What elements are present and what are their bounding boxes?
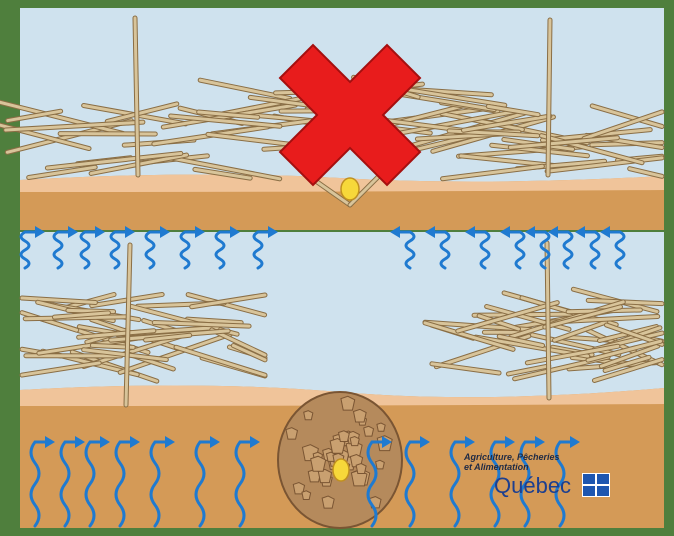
stubble-stalk	[548, 20, 550, 175]
logo-line-2: et Alimentation	[464, 462, 529, 472]
soil-aggregate	[350, 437, 359, 446]
soil-aggregate	[302, 491, 311, 500]
soil-aggregate	[356, 464, 366, 474]
quebec-logo: Agriculture, Pêcheries et Alimentation Q…	[464, 452, 614, 502]
soil-aggregate	[377, 423, 385, 431]
soil-aggregate	[304, 411, 313, 420]
logo-wordmark: Québec	[494, 474, 571, 498]
soil-aggregate	[322, 496, 334, 508]
soil-aggregate	[354, 409, 367, 422]
soil-aggregate	[286, 428, 297, 439]
soil-aggregate	[376, 460, 385, 469]
seed	[341, 178, 359, 200]
soil-aggregate	[339, 431, 350, 442]
fleur-de-lis-flag-icon	[582, 473, 610, 497]
soil-aggregate	[311, 456, 326, 471]
logo-line-1: Agriculture, Pêcheries	[464, 452, 560, 462]
soil-aggregate	[341, 396, 355, 410]
stubble-stalk	[547, 243, 549, 398]
seed	[333, 459, 349, 481]
soil-aggregate	[364, 426, 374, 436]
